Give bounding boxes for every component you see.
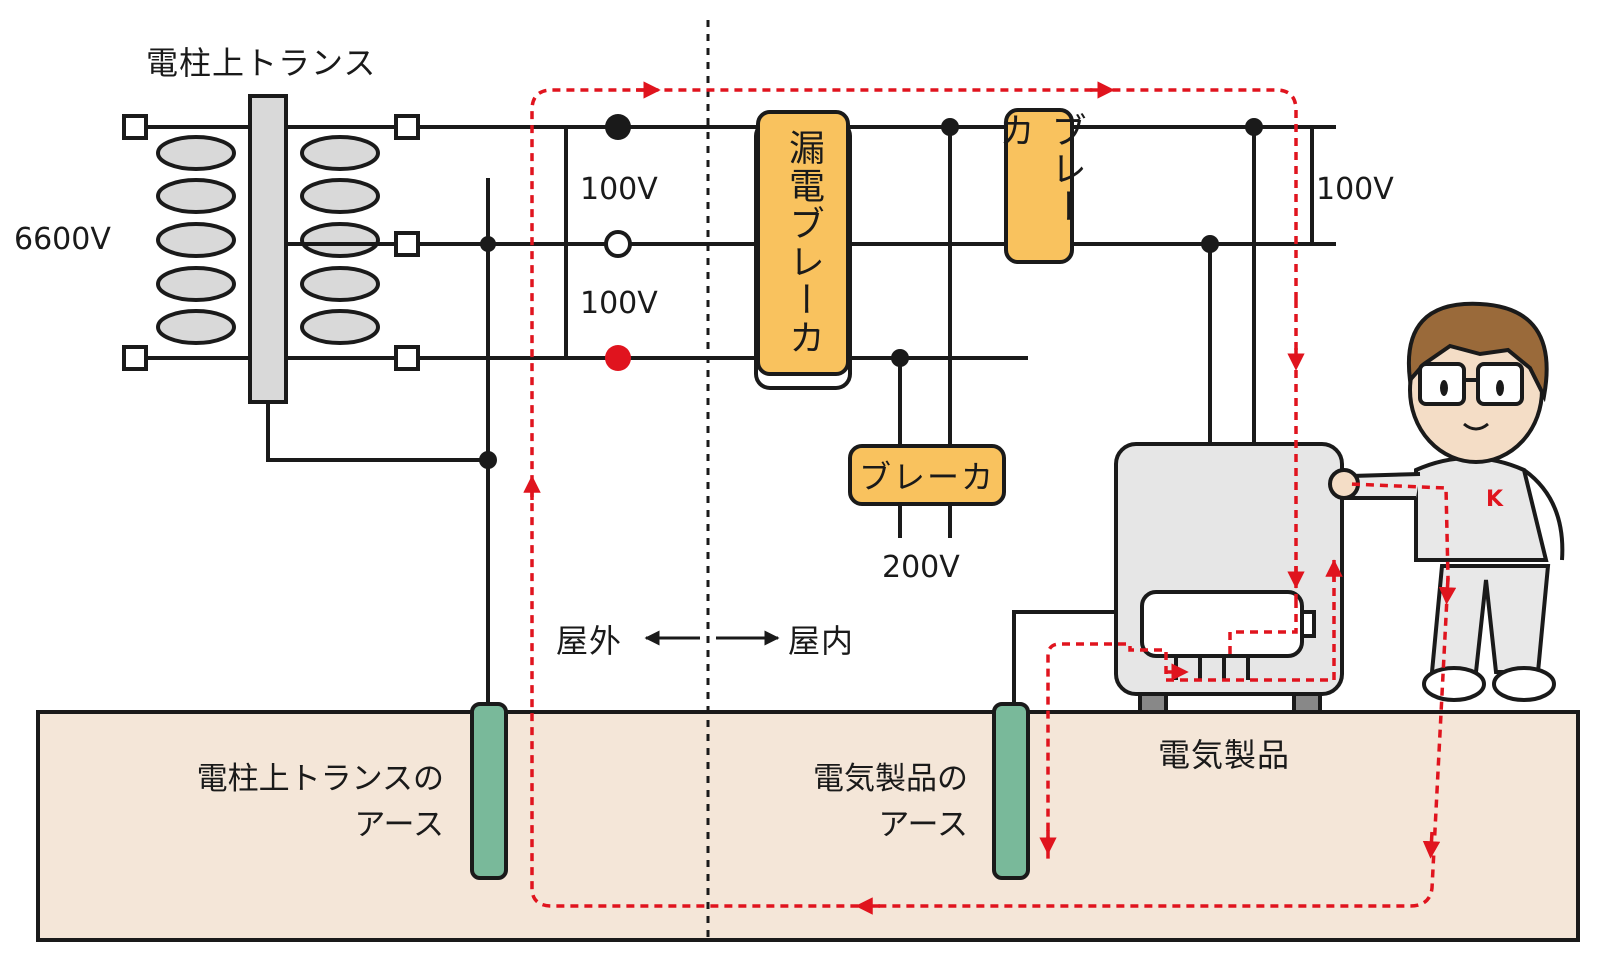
voltage-200v: 200V — [882, 550, 960, 585]
transformer-earth-label-line2: アース — [354, 807, 444, 843]
transformer-earth-label: 電柱上トランスの アース — [160, 756, 444, 848]
appliance-earth-label: 電気製品の アース — [760, 756, 968, 848]
earth-leakage-breaker: 漏電ブレーカ — [756, 110, 850, 376]
appliance-body — [1114, 442, 1344, 714]
branch-breaker-200v: ブレーカ — [848, 444, 1006, 506]
branch-breaker-right: ブレーカ — [993, 108, 1086, 264]
branch-breaker-right-label: ブレーカ — [993, 112, 1086, 226]
voltage-100v-lower: 100V — [580, 286, 658, 321]
junction-dots — [479, 118, 1263, 469]
svg-text:K: K — [1486, 487, 1504, 512]
voltage-100v-right: 100V — [1316, 172, 1394, 207]
primary-terminals — [122, 114, 250, 371]
primary-coil — [156, 135, 236, 345]
person-eyes — [1440, 380, 1504, 396]
fault-current-arrows — [523, 81, 1457, 915]
indoor-label: 屋内 — [788, 622, 855, 660]
appliance-label: 電気製品 — [1158, 736, 1291, 774]
primary-voltage-label: 6600V — [14, 222, 111, 257]
power-lines — [266, 125, 1336, 704]
appliance-earth-label-line1: 電気製品の — [813, 761, 968, 797]
terminal-live-upper — [605, 114, 631, 140]
outdoor-label: 屋外 — [556, 622, 623, 660]
earth-leakage-breaker-label: 漏電ブレーカ — [783, 129, 824, 357]
appliance-earth-rod — [992, 702, 1030, 880]
secondary-terminals — [286, 114, 420, 371]
voltage-100v-upper: 100V — [580, 172, 658, 207]
transformer-core — [248, 94, 288, 404]
transformer-earth-rod — [470, 702, 508, 880]
secondary-coil — [300, 135, 380, 345]
person-illustration: K — [1328, 301, 1565, 702]
terminal-live-lower — [605, 345, 631, 371]
transformer-title: 電柱上トランス — [146, 44, 377, 82]
ground-area — [36, 710, 1580, 942]
terminal-neutral — [604, 230, 632, 258]
transformer-earth-label-line1: 電柱上トランスの — [196, 761, 444, 797]
appliance-earth-label-line2: アース — [878, 807, 968, 843]
branch-breaker-200v-label: ブレーカ — [858, 458, 995, 496]
